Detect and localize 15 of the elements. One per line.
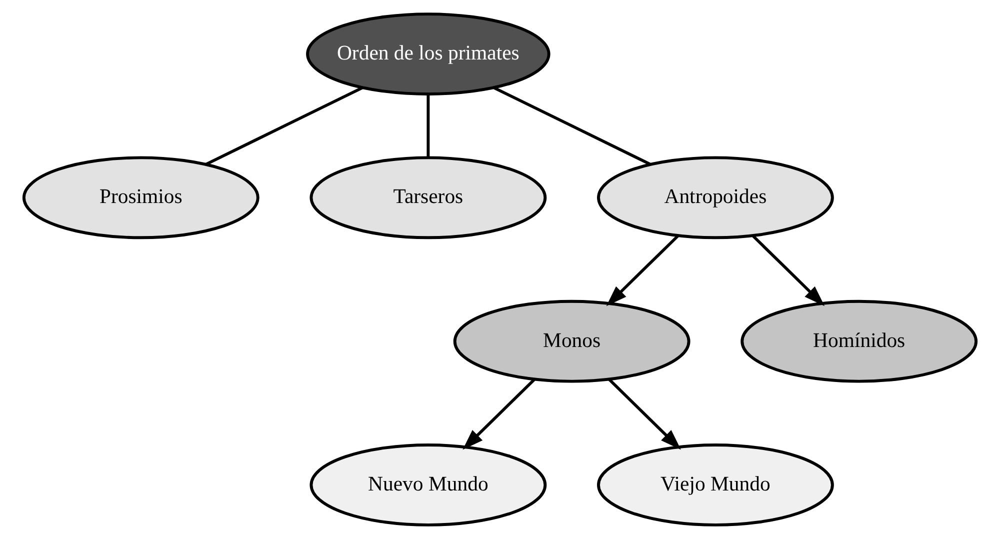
arrow (606, 234, 679, 306)
connector (426, 94, 430, 158)
arrow (608, 378, 680, 450)
node-ellipse: Viejo Mundo (596, 444, 834, 526)
node-ellipse: Nuevo Mundo (309, 444, 546, 526)
node-ellipse: Antropoides (596, 156, 834, 240)
arrow (751, 234, 824, 306)
arrow (462, 378, 535, 450)
node-ellipse: Tarseros (309, 156, 546, 240)
node-ellipse: Monos (452, 300, 690, 383)
connector (204, 86, 362, 166)
node-ellipse: Prosimios (22, 156, 259, 240)
node-ellipse: Orden de los primates (306, 12, 550, 96)
node-ellipse: Homínidos (740, 300, 978, 383)
connector (492, 86, 650, 166)
